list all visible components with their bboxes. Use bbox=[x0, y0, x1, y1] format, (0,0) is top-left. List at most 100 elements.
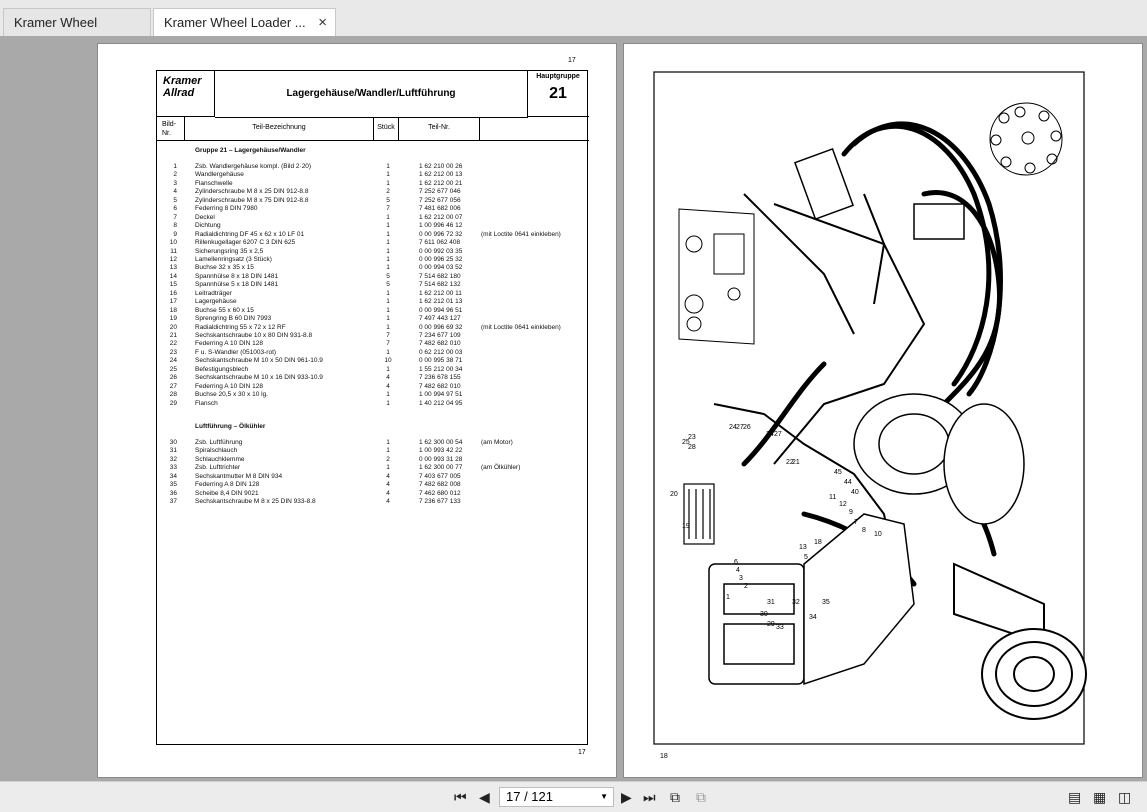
cell-name: Sicherungsring 35 x 2,5 bbox=[195, 247, 264, 255]
cell-name: Spannhülse 5 x 18 DIN 1481 bbox=[195, 281, 279, 289]
callout-label: 5 bbox=[804, 554, 808, 561]
callout-label: 40 bbox=[851, 489, 859, 496]
cell-name: Sechskantschraube M 10 x 50 DIN 961-10.9 bbox=[195, 357, 323, 365]
cell-name: Radialdichtring 55 x 72 x 12 RF bbox=[195, 323, 286, 331]
callout-label: 26 bbox=[743, 424, 751, 431]
cell-qty: 5 bbox=[386, 281, 390, 289]
tab-document-2[interactable]: Kramer Wheel Loader ... × bbox=[153, 8, 336, 36]
cell-name: Federring A 10 DIN 128 bbox=[195, 340, 263, 348]
cell-name: Federring 8 DIN 7980 bbox=[195, 205, 258, 213]
cell-name: Sechskantmutter M 8 DIN 934 bbox=[195, 472, 283, 480]
cell-qty: 1 bbox=[386, 264, 390, 272]
cell-nr: 20 bbox=[169, 323, 177, 331]
cell-qty: 1 bbox=[386, 391, 390, 399]
callout-label: 22 bbox=[786, 459, 794, 466]
cell-part: 0 00 995 38 71 bbox=[419, 357, 463, 365]
single-page-view-icon[interactable]: ▤ bbox=[1068, 789, 1082, 805]
cell-nr: 13 bbox=[169, 264, 177, 272]
callout-label: 30 bbox=[760, 611, 768, 618]
cell-name: Lagergehäuse bbox=[195, 298, 237, 306]
two-page-view-icon[interactable]: ◫ bbox=[1118, 789, 1132, 805]
cell-qty: 1 bbox=[386, 222, 390, 230]
converter-housing bbox=[853, 393, 1025, 525]
dashboard-panel bbox=[678, 208, 755, 345]
drawing-frame bbox=[653, 71, 1085, 745]
cell-part: 7 497 443 127 bbox=[419, 315, 461, 323]
cell-name: Deckel bbox=[195, 213, 215, 221]
valve-block bbox=[793, 148, 965, 240]
cell-part: 0 00 994 96 51 bbox=[419, 306, 463, 314]
copy-page-icon[interactable]: ⧉ bbox=[696, 789, 706, 805]
tab-document-1[interactable]: Kramer Wheel Loader... bbox=[3, 8, 151, 58]
page-number-top: 17 bbox=[568, 57, 576, 64]
cell-name: Sprengring B 60 DIN 7993 bbox=[195, 315, 272, 323]
cell-remark: (mit Loctite 0641 einkleben) bbox=[481, 323, 561, 331]
export-page-icon[interactable]: ⧉ bbox=[670, 789, 680, 805]
cell-qty: 1 bbox=[386, 323, 390, 331]
tubing bbox=[713, 193, 926, 565]
document-viewer: 17 Kramer Allrad Lagergehäuse/Wandler/Lu… bbox=[0, 36, 1147, 781]
next-page-icon[interactable]: ▶ bbox=[621, 789, 632, 805]
last-page-icon[interactable]: ⏭ bbox=[643, 789, 656, 805]
cell-part: 7 234 677 109 bbox=[419, 332, 461, 339]
section-heading: Gruppe 21 – Lagergehäuse/Wandler bbox=[195, 147, 306, 154]
cell-part: 0 00 992 03 35 bbox=[419, 247, 463, 255]
callout-label: 24 bbox=[766, 431, 774, 438]
callout-label: 25 bbox=[682, 439, 690, 446]
page-number-bottom: 17 bbox=[578, 749, 586, 756]
callout-label: 27 bbox=[736, 424, 744, 431]
first-page-icon[interactable]: ⏮ bbox=[454, 789, 467, 805]
cell-name: Spiralschlauch bbox=[195, 447, 238, 455]
cell-nr: 17 bbox=[169, 298, 177, 306]
continuous-view-icon[interactable]: ▦ bbox=[1093, 789, 1107, 805]
cell-name: Federring A 10 DIN 128 bbox=[195, 382, 263, 390]
callout-label: 19 bbox=[682, 523, 690, 530]
col-header-partno: Teil-Nr. bbox=[399, 117, 480, 141]
cell-part: 7 236 677 133 bbox=[419, 498, 461, 506]
cell-nr: 1 bbox=[173, 163, 177, 170]
cell-part: 1 00 996 46 12 bbox=[419, 222, 463, 230]
brand-logo: Kramer Allrad bbox=[157, 71, 215, 117]
callout-label: 29 bbox=[767, 621, 775, 628]
callout-label: 45 bbox=[834, 469, 842, 476]
cell-part: 7 252 677 056 bbox=[419, 196, 461, 204]
callout-label: 3 bbox=[739, 575, 743, 582]
cell-qty: 1 bbox=[386, 298, 390, 306]
cell-name: Spannhülse 8 x 18 DIN 1481 bbox=[195, 272, 279, 280]
main-group-box: Hauptgruppe 21 bbox=[527, 71, 589, 117]
cell-part: 1 62 300 00 77 bbox=[419, 464, 463, 472]
cell-nr: 31 bbox=[169, 447, 177, 455]
cell-qty: 1 bbox=[386, 447, 390, 455]
callout-label: 12 bbox=[839, 501, 847, 508]
page-number: 18 bbox=[660, 753, 668, 760]
prev-page-icon[interactable]: ◀ bbox=[479, 789, 490, 805]
cell-part: 1 62 210 00 26 bbox=[419, 163, 463, 170]
tab-bar: Kramer Wheel Loader... Kramer Wheel Load… bbox=[0, 0, 1147, 58]
callout-label: 28 bbox=[688, 444, 696, 451]
callout-label: 44 bbox=[844, 479, 852, 486]
cell-name: Wandlergehäuse bbox=[195, 171, 244, 179]
cell-qty: 1 bbox=[386, 315, 390, 323]
page-selector[interactable]: 17 / 121 ▼ bbox=[499, 787, 614, 807]
callout-label: 9 bbox=[849, 509, 853, 516]
close-icon[interactable]: × bbox=[318, 14, 327, 31]
cell-qty: 7 bbox=[386, 340, 390, 348]
cell-qty: 5 bbox=[386, 272, 390, 280]
callout-label: 10 bbox=[874, 531, 882, 538]
cell-qty: 4 bbox=[386, 489, 390, 497]
callout-label: 7 bbox=[854, 519, 858, 526]
cell-nr: 16 bbox=[169, 289, 177, 297]
cell-name: F u. S-Wandler (051003-rot) bbox=[195, 348, 277, 356]
